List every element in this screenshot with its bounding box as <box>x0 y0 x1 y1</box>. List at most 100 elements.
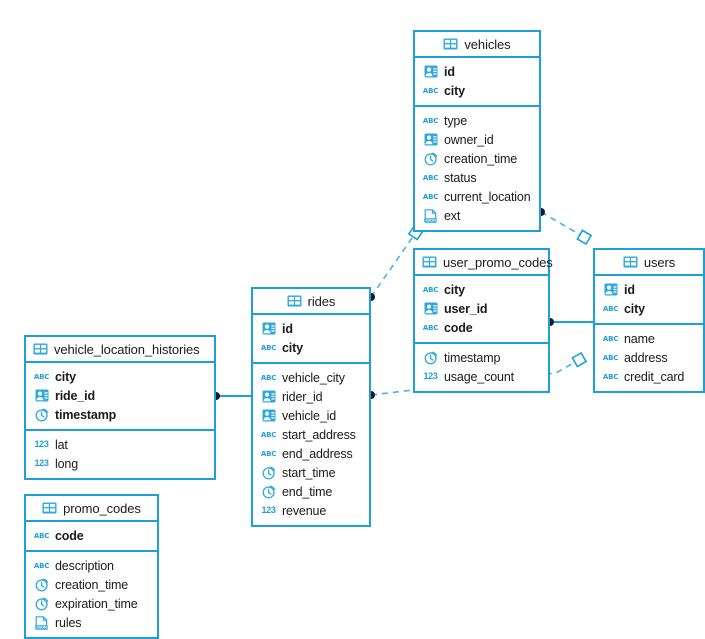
id-card-icon <box>261 408 276 423</box>
relationship-rel-vehicles-users[interactable] <box>537 208 593 246</box>
field-name: timestamp <box>55 407 117 422</box>
field-name: id <box>624 282 635 297</box>
abc-icon: ABC <box>260 431 277 439</box>
field-name: creation_time <box>55 577 129 592</box>
abc-icon: ABC <box>422 193 439 201</box>
field-row[interactable]: JSON ext <box>415 206 539 225</box>
field-row[interactable]: end_time <box>253 482 369 501</box>
abc-icon: ABC <box>260 450 277 458</box>
table-icon <box>623 255 638 270</box>
field-row[interactable]: ABC credit_card <box>595 367 703 386</box>
json-icon: JSON <box>423 208 438 223</box>
field-name: start_address <box>282 427 356 442</box>
field-name: lat <box>55 437 68 452</box>
entity-title: vehicles <box>464 36 511 52</box>
field-row[interactable]: user_id <box>415 299 548 318</box>
relationship-rel-upc-users[interactable] <box>546 318 593 326</box>
clock-icon <box>34 407 49 422</box>
field-row[interactable]: id <box>415 62 539 81</box>
entity-header-users: users <box>595 250 703 276</box>
field-row[interactable]: creation_time <box>415 149 539 168</box>
field-name: city <box>55 369 76 384</box>
field-name: credit_card <box>624 369 685 384</box>
table-icon <box>33 342 48 357</box>
123-icon: 123 <box>423 371 438 381</box>
field-row[interactable]: rider_id <box>253 387 369 406</box>
field-row[interactable]: timestamp <box>415 348 548 367</box>
field-row[interactable]: ABC vehicle_city <box>253 368 369 387</box>
field-row[interactable]: owner_id <box>415 130 539 149</box>
field-row[interactable]: creation_time <box>26 575 157 594</box>
field-name: description <box>55 558 114 573</box>
field-row[interactable]: start_time <box>253 463 369 482</box>
abc-icon: ABC <box>422 286 439 294</box>
clock-icon <box>423 151 438 166</box>
field-name: vehicle_id <box>282 408 337 423</box>
field-name: vehicle_city <box>282 370 345 385</box>
abc-icon: ABC <box>33 532 50 540</box>
field-name: usage_count <box>444 369 514 384</box>
field-name: ext <box>444 208 461 223</box>
field-name: ride_id <box>55 388 95 403</box>
field-row[interactable]: ABC start_address <box>253 425 369 444</box>
id-card-icon <box>261 321 276 336</box>
table-icon <box>422 255 437 270</box>
relationship-rel-vlh-rides[interactable] <box>212 392 251 400</box>
abc-icon: ABC <box>260 374 277 382</box>
entity-header-promo_codes: promo_codes <box>26 496 157 522</box>
field-row[interactable]: vehicle_id <box>253 406 369 425</box>
abc-icon: ABC <box>422 87 439 95</box>
field-name: name <box>624 331 655 346</box>
field-row[interactable]: timestamp <box>26 405 214 424</box>
json-icon: JSON <box>34 615 49 630</box>
clock-icon <box>34 596 49 611</box>
clock-icon <box>423 350 438 365</box>
clock-icon <box>261 465 276 480</box>
field-row[interactable]: expiration_time <box>26 594 157 613</box>
field-name: timestamp <box>444 350 501 365</box>
entity-title: rides <box>307 293 336 309</box>
field-row[interactable]: 123 usage_count <box>415 367 548 386</box>
field-row[interactable]: ride_id <box>26 386 214 405</box>
field-row[interactable]: id <box>595 280 703 299</box>
entity-title: user_promo_codes <box>443 254 553 270</box>
field-name: type <box>444 113 468 128</box>
entity-title: vehicle_location_histories <box>54 341 200 357</box>
id-card-icon <box>261 389 276 404</box>
123-icon: 123 <box>261 505 276 515</box>
abc-icon: ABC <box>422 324 439 332</box>
abc-icon: ABC <box>602 373 619 381</box>
field-name: city <box>624 301 645 316</box>
field-row[interactable]: id <box>253 319 369 338</box>
entity-title: users <box>643 254 676 270</box>
